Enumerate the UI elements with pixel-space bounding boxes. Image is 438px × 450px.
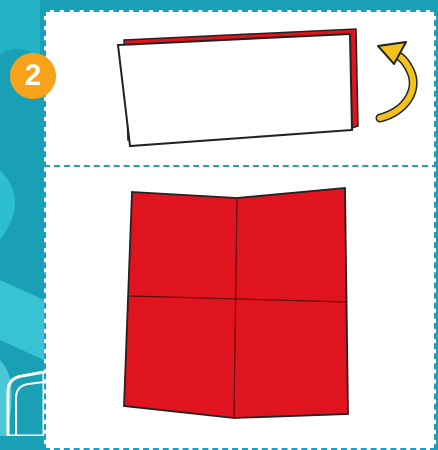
folded-paper-top xyxy=(118,29,358,146)
curved-arrow-icon xyxy=(378,42,413,118)
folding-illustration xyxy=(0,0,438,436)
red-paper-bottom xyxy=(124,188,348,418)
